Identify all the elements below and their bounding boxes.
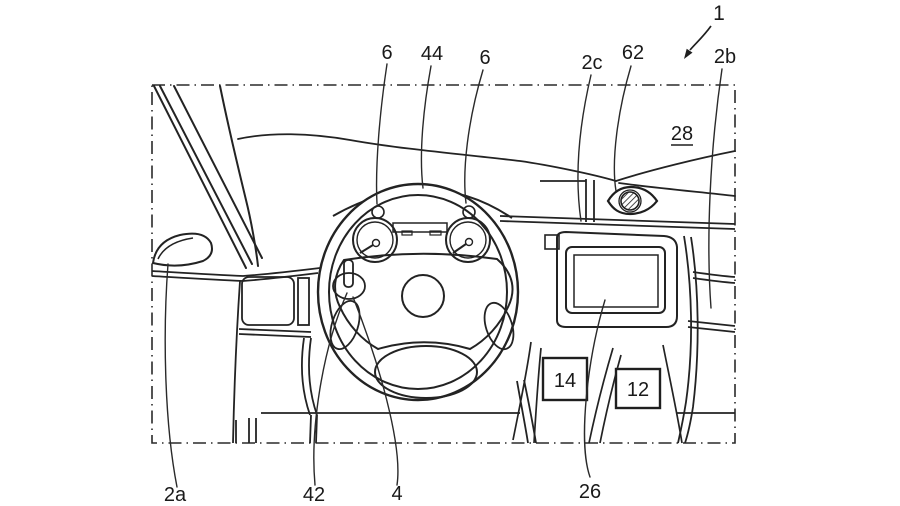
wheel-hub bbox=[401, 274, 445, 318]
ref-label-62: 62 bbox=[622, 42, 644, 64]
ref-label-2a: 2a bbox=[164, 484, 187, 506]
display-screen bbox=[565, 246, 666, 314]
dash-sensor-square bbox=[544, 234, 560, 250]
ref-label-26: 26 bbox=[579, 481, 601, 503]
reference-labels: 1 6 44 6 2c 62 2b 28 2a 42 4 26 14 12 bbox=[164, 2, 736, 506]
spoke-opening-right bbox=[483, 301, 515, 351]
rim-sensor-left bbox=[371, 205, 385, 219]
center-console bbox=[544, 230, 678, 328]
leader-42 bbox=[313, 292, 348, 486]
leader-6-left bbox=[375, 63, 388, 205]
leader-62 bbox=[613, 65, 632, 192]
left-dashboard bbox=[232, 276, 318, 444]
dash-top-right bbox=[499, 179, 736, 230]
a-pillar bbox=[153, 85, 263, 269]
ref-label-14: 14 bbox=[554, 370, 576, 392]
leader-2a bbox=[164, 263, 178, 488]
leader-26 bbox=[583, 299, 606, 478]
eye-icon bbox=[606, 185, 659, 216]
wheel-rim-outer bbox=[316, 182, 520, 402]
ref-label-28: 28 bbox=[671, 123, 693, 145]
dash-top-left bbox=[151, 267, 321, 282]
windshield-horizon bbox=[237, 133, 736, 197]
spoke-opening-bottom bbox=[374, 345, 478, 399]
ref-label-6-right: 6 bbox=[479, 47, 490, 69]
leader-2c bbox=[577, 74, 592, 222]
figure-arrow bbox=[684, 25, 712, 59]
ref-label-2b: 2b bbox=[714, 46, 736, 68]
air-vent bbox=[241, 276, 295, 326]
wheel-rim-inner bbox=[328, 194, 508, 390]
rim-sensor-right bbox=[462, 205, 476, 219]
ref-label-44: 44 bbox=[421, 43, 443, 65]
steering-wheel bbox=[316, 182, 520, 402]
spoke-opening-left bbox=[329, 299, 361, 351]
leader-44 bbox=[420, 65, 432, 189]
ref-label-6-left: 6 bbox=[381, 42, 392, 64]
leader-6-right bbox=[464, 69, 484, 204]
side-mirror bbox=[151, 232, 213, 267]
component-box-14 bbox=[541, 356, 589, 402]
component-box-12 bbox=[614, 367, 662, 410]
door-panel-right bbox=[676, 235, 736, 444]
ref-label-2c: 2c bbox=[581, 52, 602, 74]
ref-label-4: 4 bbox=[391, 483, 402, 505]
leader-2b bbox=[708, 68, 723, 309]
ref-label-12: 12 bbox=[627, 379, 649, 401]
leader-4 bbox=[352, 296, 399, 486]
center-stack bbox=[512, 341, 683, 444]
ref-label-fig: 1 bbox=[713, 2, 725, 25]
ref-label-42: 42 bbox=[303, 484, 325, 506]
control-stalk bbox=[332, 259, 366, 300]
boundary-border bbox=[151, 84, 736, 444]
leader-lines bbox=[164, 63, 723, 488]
